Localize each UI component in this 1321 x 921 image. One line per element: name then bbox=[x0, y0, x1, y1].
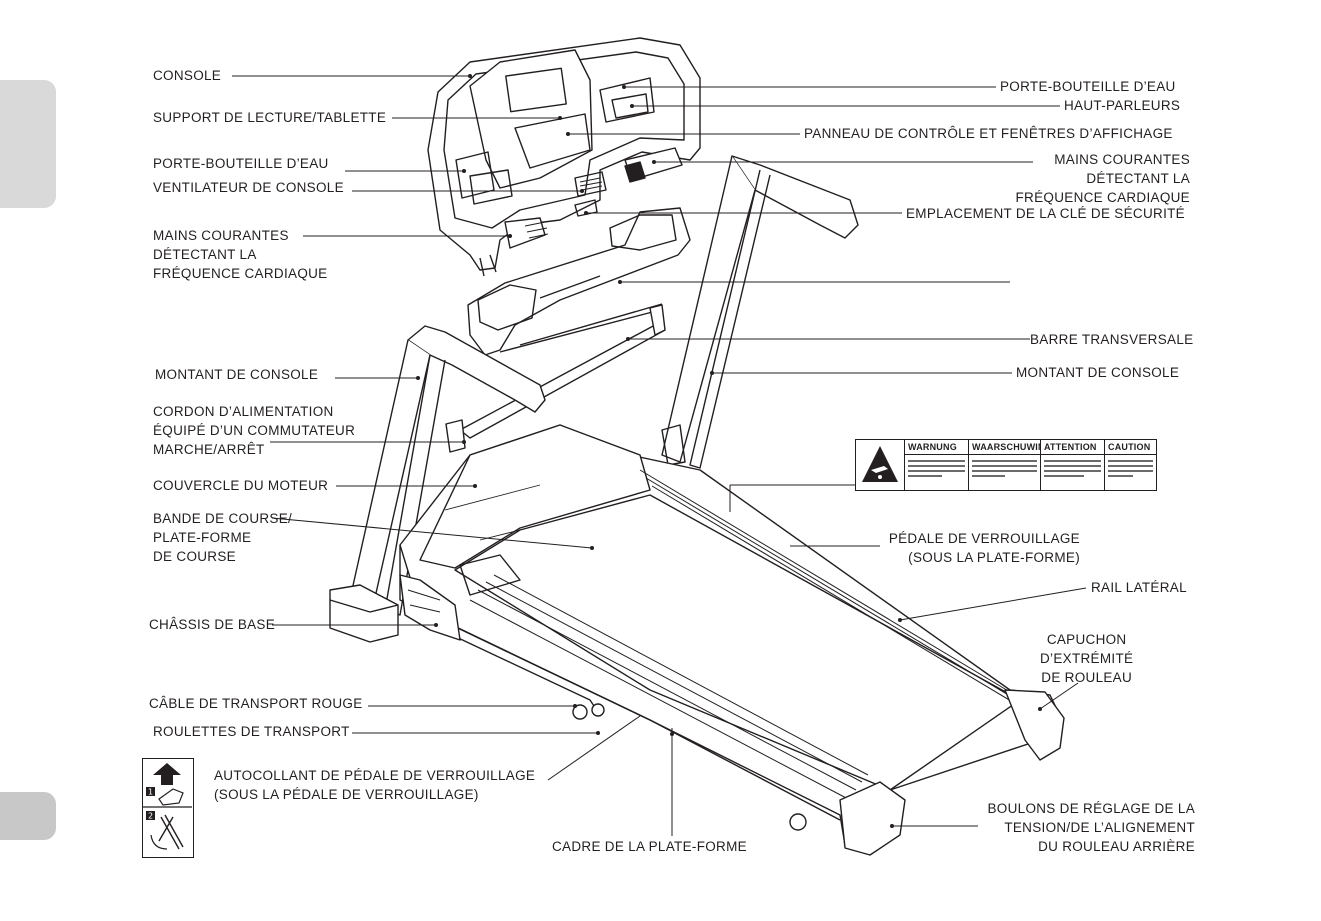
label-deck-frame: CADRE DE LA PLATE-FORME bbox=[552, 839, 747, 854]
label-end-cap: CAPUCHON D’EXTRÉMITÉ DE ROULEAU bbox=[1040, 632, 1134, 685]
label-handgrips-right: MAINS COURANTES DÉTECTANT LA FRÉQUENCE C… bbox=[1015, 152, 1190, 205]
warning-col-nl: WAARSCHUWING bbox=[968, 440, 1040, 490]
label-bottle-holder-right: PORTE-BOUTEILLE D’EAU bbox=[1000, 79, 1176, 94]
label-power-cord: CORDON D’ALIMENTATION ÉQUIPÉ D’UN COMMUT… bbox=[153, 404, 356, 457]
label-upright-left: MONTANT DE CONSOLE bbox=[155, 367, 319, 382]
warning-label: WARNUNG WAARSCHUWING ATTENTION CAUTION bbox=[855, 439, 1157, 491]
leader-lines bbox=[232, 75, 1087, 836]
label-transport-cable: CÂBLE DE TRANSPORT ROUGE bbox=[149, 696, 363, 711]
warning-col-fr: ATTENTION bbox=[1040, 440, 1104, 490]
console-drawing bbox=[427, 37, 701, 277]
hand-pinch-warning-icon bbox=[862, 446, 898, 482]
label-console: CONSOLE bbox=[153, 68, 222, 83]
label-upright-right: MONTANT DE CONSOLE bbox=[1016, 365, 1180, 380]
page-side-tab-lower bbox=[0, 792, 56, 840]
label-base-frame: CHÂSSIS DE BASE bbox=[149, 617, 276, 632]
label-bottle-holder-left: PORTE-BOUTEILLE D’EAU bbox=[153, 156, 329, 171]
sticker-step-1: 1 bbox=[148, 788, 153, 797]
label-reading-support: SUPPORT DE LECTURE/TABLETTE bbox=[153, 110, 387, 125]
label-motor-cover: COUVERCLE DU MOTEUR bbox=[153, 478, 329, 493]
label-transport-wheels: ROULETTES DE TRANSPORT bbox=[153, 724, 350, 739]
label-side-rail: RAIL LATÉRAL bbox=[1091, 580, 1187, 595]
label-handgrips-left: MAINS COURANTES DÉTECTANT LA FRÉQUENCE C… bbox=[153, 228, 328, 281]
warning-col-de: WARNUNG bbox=[904, 440, 968, 490]
label-running-belt: BANDE DE COURSE/ PLATE-FORME DE COURSE bbox=[153, 511, 293, 564]
deck-drawing bbox=[399, 424, 1065, 856]
warning-col-en: CAUTION bbox=[1104, 440, 1156, 490]
crossbar-drawing bbox=[445, 304, 666, 453]
label-control-panel: PANNEAU DE CONTRÔLE ET FENÊTRES D’AFFICH… bbox=[804, 126, 1173, 141]
lock-pedal-sticker: 1 2 bbox=[142, 758, 194, 858]
label-safety-key: EMPLACEMENT DE LA CLÉ DE SÉCURITÉ bbox=[906, 206, 1185, 221]
label-lock-pedal: PÉDALE DE VERROUILLAGE (SOUS LA PLATE-FO… bbox=[888, 531, 1080, 565]
sticker-step-2: 2 bbox=[148, 812, 153, 821]
page-side-tab bbox=[0, 80, 56, 208]
label-tension-bolts: BOULONS DE RÉGLAGE DE LA TENSION/DE L’AL… bbox=[987, 801, 1195, 854]
right-upright-drawing bbox=[661, 155, 859, 469]
label-speakers: HAUT-PARLEURS bbox=[1064, 98, 1181, 113]
label-crossbar: BARRE TRANSVERSALE bbox=[1030, 332, 1194, 347]
label-console-fan: VENTILATEUR DE CONSOLE bbox=[153, 180, 344, 195]
left-upright-drawing bbox=[329, 325, 546, 643]
lock-pedal-steps-icon: 1 2 bbox=[143, 763, 192, 850]
label-lock-pedal-sticker: AUTOCOLLANT DE PÉDALE DE VERROUILLAGE (S… bbox=[214, 768, 536, 802]
leader-dots bbox=[416, 74, 1042, 828]
